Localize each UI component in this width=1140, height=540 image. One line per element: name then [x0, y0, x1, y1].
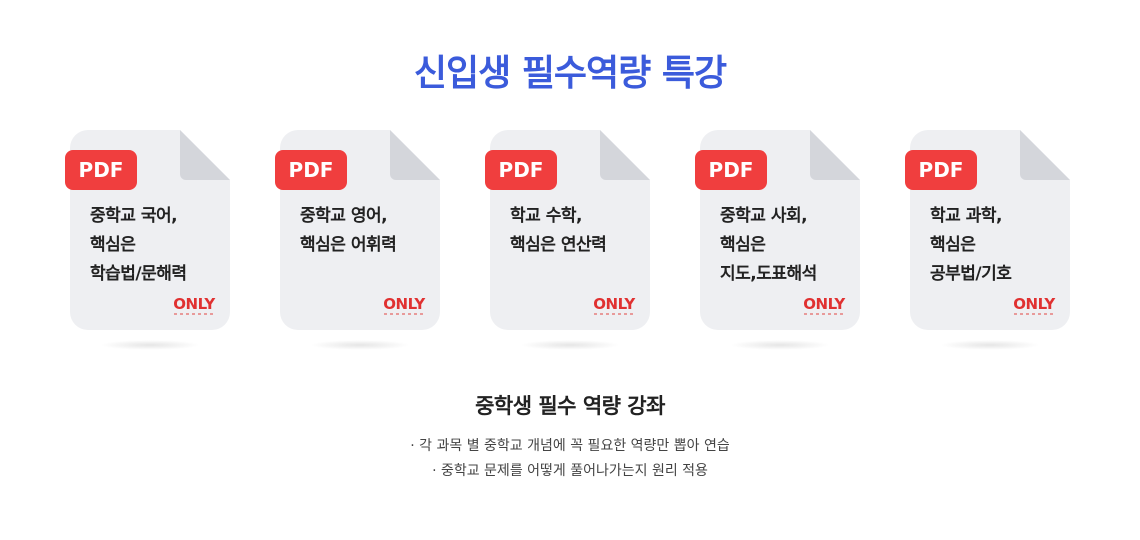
logo-word: ONLY [383, 295, 425, 313]
course-bullet: · 중학교 문제를 어떻게 풀어나가는지 원리 적용 [432, 463, 708, 479]
card-text: 학교 수학, 핵심은 연산력 [510, 206, 607, 255]
only-logo: ONLY [170, 296, 218, 318]
logo-subline [384, 313, 424, 315]
pdf-badge: PDF [695, 150, 767, 190]
logo-word: ONLY [803, 295, 845, 313]
logo-word: ONLY [1013, 295, 1055, 313]
pdf-card-math[interactable]: PDF 학교 수학, 핵심은 연산력 ONLY [485, 130, 650, 350]
card-shadow [310, 340, 410, 350]
only-logo: ONLY [590, 296, 638, 318]
page-fold [390, 130, 440, 180]
logo-subline [174, 313, 214, 315]
only-logo: ONLY [380, 296, 428, 318]
course-title: 중학생 필수 역량 강좌 [475, 394, 665, 418]
card-shadow [940, 340, 1040, 350]
page-fold [810, 130, 860, 180]
pdf-badge: PDF [485, 150, 557, 190]
pdf-badge: PDF [275, 150, 347, 190]
card-text: 중학교 사회, 핵심은 지도,도표해석 [720, 206, 817, 284]
card-shadow [520, 340, 620, 350]
only-logo: ONLY [800, 296, 848, 318]
page-fold [600, 130, 650, 180]
logo-subline [594, 313, 634, 315]
page-title: 신입생 필수역량 특강 [413, 53, 727, 94]
pdf-card-english[interactable]: PDF 중학교 영어, 핵심은 어휘력 ONLY [275, 130, 440, 350]
only-logo: ONLY [1010, 296, 1058, 318]
pdf-card-list: PDF 중학교 국어, 핵심은 학습법/문해력 ONLY PDF 중학교 영어,… [65, 130, 1070, 350]
course-bullet-list: · 각 과목 별 중학교 개념에 꼭 필요한 역량만 뽑아 연습 · 중학교 문… [0, 434, 1140, 484]
card-text: 중학교 영어, 핵심은 어휘력 [300, 206, 397, 255]
pdf-card-science[interactable]: PDF 학교 과학, 핵심은 공부법/기호 ONLY [905, 130, 1070, 350]
page-fold [1020, 130, 1070, 180]
logo-subline [804, 313, 844, 315]
logo-word: ONLY [593, 295, 635, 313]
pdf-card-social[interactable]: PDF 중학교 사회, 핵심은 지도,도표해석 ONLY [695, 130, 860, 350]
pdf-badge: PDF [905, 150, 977, 190]
course-bullet: · 각 과목 별 중학교 개념에 꼭 필요한 역량만 뽑아 연습 [410, 438, 730, 454]
card-shadow [730, 340, 830, 350]
logo-subline [1014, 313, 1054, 315]
page-fold [180, 130, 230, 180]
card-text: 학교 과학, 핵심은 공부법/기호 [930, 206, 1012, 284]
logo-word: ONLY [173, 295, 215, 313]
pdf-card-korean[interactable]: PDF 중학교 국어, 핵심은 학습법/문해력 ONLY [65, 130, 230, 350]
card-text: 중학교 국어, 핵심은 학습법/문해력 [90, 206, 187, 284]
card-shadow [100, 340, 200, 350]
pdf-badge: PDF [65, 150, 137, 190]
